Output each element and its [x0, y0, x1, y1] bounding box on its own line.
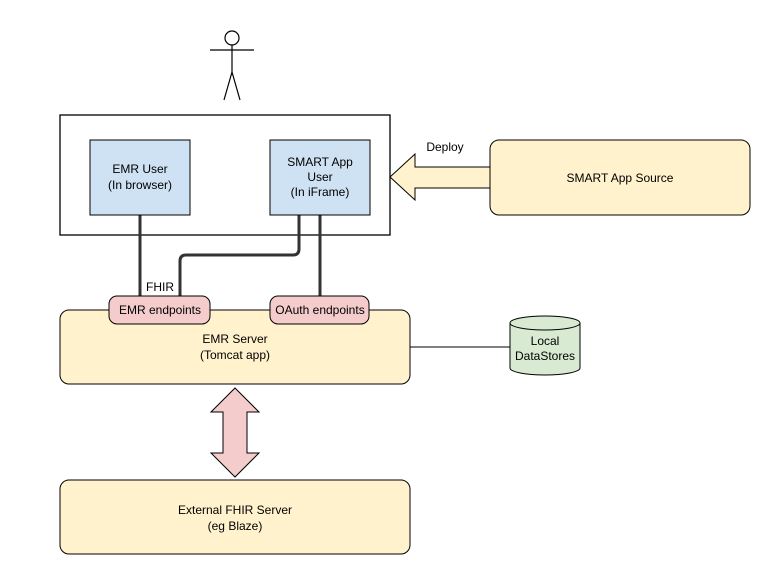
connector-lines: [138, 215, 322, 296]
emr-server-sublabel: (Tomcat app): [200, 348, 270, 362]
emr-user-box: [89, 139, 191, 216]
local-datastores-cylinder-icon: [509, 315, 581, 376]
local-datastores-label: Local: [531, 334, 560, 348]
local-datastores-sublabel: DataStores: [515, 349, 575, 363]
smart-app-user-box: [269, 139, 371, 216]
emr-server-box: [59, 309, 411, 385]
emr-endpoints-label: EMR endpoints: [119, 303, 201, 317]
external-fhir-server-box: [59, 479, 411, 555]
emr-user-label: EMR User: [112, 162, 167, 176]
smart-app-source-label: SMART App Source: [567, 171, 674, 185]
smart-app-to-emr-endpoints-line: [178, 215, 301, 296]
emr-user-sublabel: (In browser): [108, 178, 172, 192]
smart-app-source-box: [489, 139, 751, 216]
deploy-arrow-icon: [389, 152, 491, 202]
bidirectional-arrow-icon: [209, 387, 261, 478]
fhir-label: FHIR: [146, 280, 174, 294]
deploy-label: Deploy: [426, 140, 463, 154]
oauth-endpoints-box: [269, 295, 370, 325]
smart-app-user-label-2: User: [307, 170, 332, 184]
smart-app-user-label-3: (In iFrame): [291, 185, 350, 199]
emr-endpoints-box: [108, 295, 211, 325]
emr-server-label: EMR Server: [202, 332, 267, 346]
external-fhir-server-sublabel: (eg Blaze): [208, 519, 263, 533]
oauth-endpoints-label: OAuth endpoints: [275, 303, 364, 317]
stick-figure-user-icon: [210, 30, 254, 101]
smart-app-user-label-1: SMART App: [287, 155, 353, 169]
external-fhir-server-label: External FHIR Server: [178, 503, 292, 517]
